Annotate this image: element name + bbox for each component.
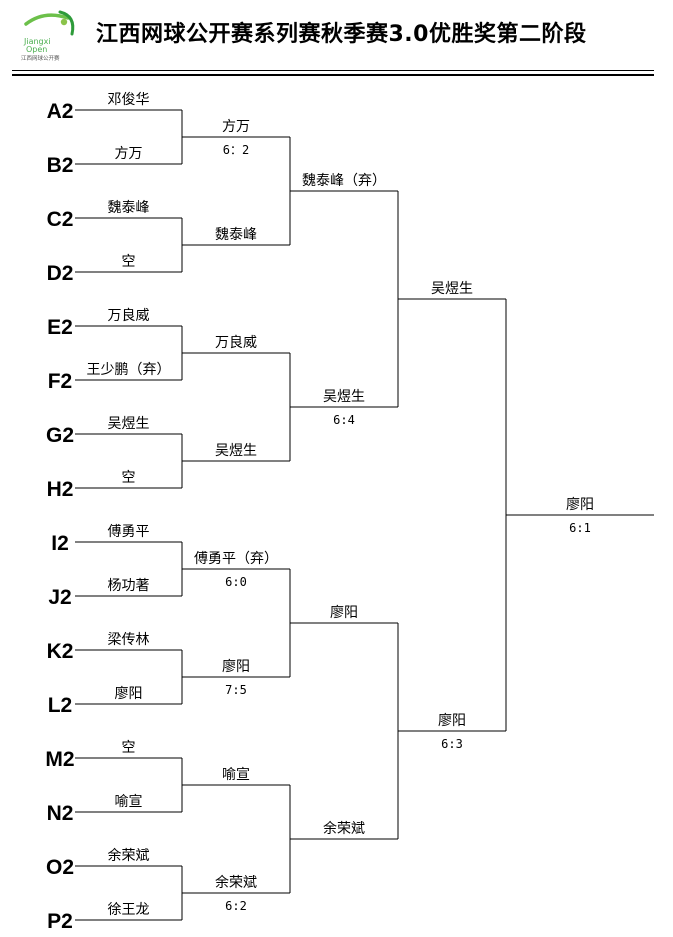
title-divider-thick [12,74,654,76]
winner-name: 廖阳 [222,658,250,675]
match-score: 7:5 [225,683,247,697]
seed-label: H2 [47,478,74,501]
seed-label: I2 [51,532,69,555]
seed-label: M2 [45,748,74,771]
seed-label: B2 [47,154,74,177]
entrant-name: 王少鹏（弃） [87,362,171,378]
entrant-name: 徐王龙 [108,902,150,918]
entrant-name: 空 [122,470,136,486]
seed-label: P2 [47,910,73,933]
logo-text-3: 江西网球公开赛 [21,54,60,62]
entrant-name: 空 [122,254,136,270]
final-score: 6:1 [569,521,591,535]
entrant-name: 邓俊华 [108,92,150,108]
winner-name: 吴煜生 [323,389,365,405]
match-score: 6:3 [441,737,463,751]
seed-label: F2 [48,370,73,393]
seed-label: L2 [48,694,73,717]
entrant-name: 杨功著 [108,578,150,594]
entrant-name: 余荣斌 [108,847,150,864]
seed-label: N2 [47,802,74,825]
title-divider [12,70,654,71]
logo-text-2: Open [26,45,47,54]
winner-name: 吴煜生 [215,443,257,459]
page-title: 江西网球公开赛系列赛秋季赛3.0优胜奖第二阶段 [96,22,587,47]
jiangxi-open-logo: Jiangxi Open 江西网球公开赛 [21,10,75,62]
winner-name: 喻宣 [222,767,250,783]
entrant-name: 傅勇平 [108,524,150,540]
match-score: 6:2 [225,899,247,913]
seed-label: J2 [48,586,71,609]
winner-name: 余荣斌 [323,820,365,837]
seed-label: E2 [47,316,73,339]
champion-name: 廖阳 [566,496,594,513]
winner-name: 方万 [222,119,250,135]
seed-label: C2 [47,208,74,231]
entrant-name: 喻宣 [115,794,143,810]
winner-name: 廖阳 [438,712,466,729]
entrant-name: 梁传林 [108,632,150,648]
winner-name: 魏泰峰 [215,227,257,243]
winner-name: 吴煜生 [431,281,473,297]
seed-label: K2 [47,640,74,663]
winner-name: 魏泰峰（弃） [302,173,386,189]
match-score: 6:4 [333,413,355,427]
entrant-name: 万良威 [108,308,150,324]
entrant-name: 方万 [115,146,143,162]
match-score: 6：2 [223,143,249,157]
logo-text-1: Jiangxi [23,37,51,46]
winner-name: 余荣斌 [215,874,257,891]
entrant-name: 吴煜生 [108,416,150,432]
winner-name: 万良威 [215,335,257,351]
seed-label: O2 [46,856,74,879]
entrant-name: 空 [122,740,136,756]
seed-label: A2 [47,100,74,123]
winner-name: 傅勇平（弃） [194,551,278,567]
match-score: 6:0 [225,575,247,589]
seed-label: D2 [47,262,74,285]
entrant-name: 魏泰峰 [108,200,150,216]
entrant-name: 廖阳 [115,685,143,702]
winner-name: 廖阳 [330,604,358,621]
seed-label: G2 [46,424,74,447]
